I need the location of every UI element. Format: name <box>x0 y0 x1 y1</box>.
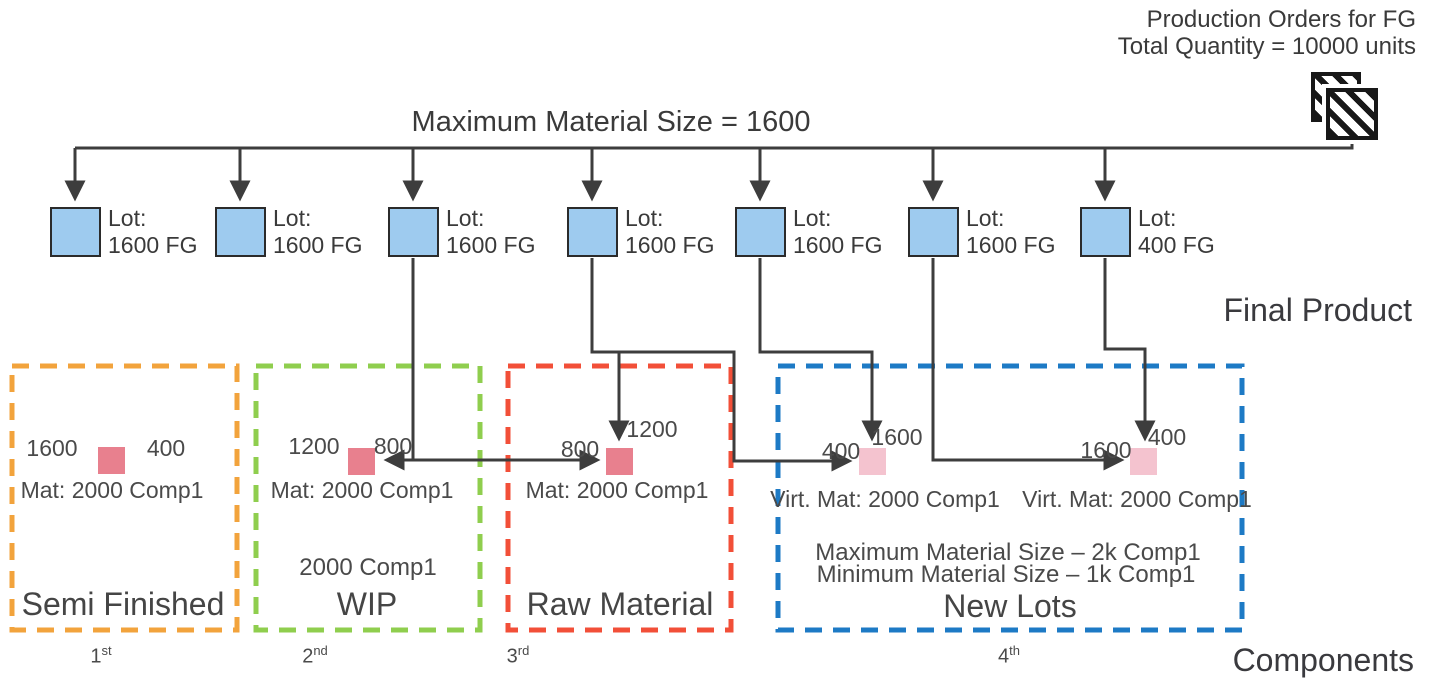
group-title-wip: WIP <box>336 586 398 622</box>
flow-label-semi-left: 1600 <box>26 435 78 461</box>
lot-label-5: Lot:1600 FG <box>793 205 883 258</box>
wip-note: 2000 Comp1 <box>299 554 437 581</box>
semi-finished-box <box>9 363 240 633</box>
new-lots-max-label: Maximum Material Size – 2k Comp1 <box>815 539 1201 566</box>
lot-square-5 <box>735 207 786 257</box>
mat-square-semi <box>98 447 125 474</box>
flow-label-virt1-left: 400 <box>821 438 861 464</box>
wip-box <box>253 363 483 633</box>
flow-label-virt2-right: 400 <box>1147 424 1187 450</box>
flow-label-wip-right: 800 <box>373 433 413 459</box>
lot-square-3 <box>388 207 439 257</box>
flow-label-virt1-right: 1600 <box>871 424 923 450</box>
mat-square-raw <box>606 448 633 475</box>
lot-label-3: Lot:1600 FG <box>446 205 536 258</box>
mat-label-wip: Mat: 2000 Comp1 <box>270 477 454 503</box>
flow-label-wip-left: 1200 <box>288 433 340 459</box>
flow-label-virt2-left: 1600 <box>1080 437 1132 463</box>
header-line2: Total Quantity = 10000 units <box>1117 33 1416 60</box>
new-lots-box <box>775 363 1245 633</box>
mat-label-raw: Mat: 2000 Comp1 <box>525 477 709 503</box>
flow-lot6-to-virt2 <box>931 258 1125 471</box>
lot-square-4 <box>567 207 618 257</box>
flow-lot7-to-virt2 <box>1103 258 1156 442</box>
ordinal-3rd: 3rd <box>506 643 530 668</box>
flow-lot5-to-virt1 <box>758 258 883 442</box>
flow-lot4-to-virt1 <box>590 258 853 472</box>
production-orders-icon <box>1326 88 1378 140</box>
lot-label-1: Lot:1600 FG <box>108 205 198 258</box>
header-line1: Production Orders for FG <box>1146 6 1416 33</box>
mat-label-semi: Mat: 2000 Comp1 <box>20 477 204 503</box>
ordinal-1st: 1st <box>90 643 112 668</box>
lot-label-2: Lot:1600 FG <box>273 205 363 258</box>
lot-square-7 <box>1080 207 1131 257</box>
lot-square-1 <box>50 207 101 257</box>
max-material-size-title: Maximum Material Size = 1600 <box>411 106 811 138</box>
virt-mat-square-2 <box>1130 448 1157 475</box>
virt-mat-label-1: Virt. Mat: 2000 Comp1 <box>770 486 1000 512</box>
virt-mat-square-1 <box>859 448 886 475</box>
new-lots-min-label: Minimum Material Size – 1k Comp1 <box>816 561 1196 588</box>
ordinal-2nd: 2nd <box>302 643 328 668</box>
component-flow-lines <box>383 258 1156 472</box>
raw-material-box <box>505 363 734 633</box>
flow-label-raw-right: 1200 <box>626 416 678 442</box>
final-product-label: Final Product <box>1223 292 1412 328</box>
flow-label-semi-right: 400 <box>146 435 186 461</box>
ordinal-4th: 4th <box>998 643 1020 668</box>
header-text: Production Orders for FG Total Quantity … <box>1118 6 1416 60</box>
lot-label-6: Lot:1600 FG <box>966 205 1056 258</box>
group-title-semi-finished: Semi Finished <box>21 586 225 622</box>
group-title-raw-material: Raw Material <box>526 586 714 622</box>
flow-label-raw-left: 800 <box>560 436 600 462</box>
components-label: Components <box>1232 642 1414 678</box>
group-title-new-lots: New Lots <box>943 588 1077 624</box>
distribution-lines <box>64 134 1354 202</box>
mat-square-wip <box>348 448 375 475</box>
virt-mat-label-2: Virt. Mat: 2000 Comp1 <box>1022 486 1252 512</box>
lot-label-7: Lot:400 FG <box>1138 205 1215 258</box>
lot-square-6 <box>908 207 959 257</box>
lot-label-4: Lot:1600 FG <box>625 205 715 258</box>
lot-square-2 <box>215 207 266 257</box>
